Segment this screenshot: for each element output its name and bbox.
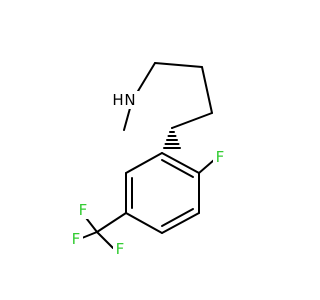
bond-c3-c2: [171, 112, 213, 129]
bond-ar-f: [198, 159, 215, 174]
hydrogen-label: H: [112, 91, 123, 109]
bond-cf3-f2: [81, 231, 98, 239]
atom-fluorine-cf3-2: F: [69, 230, 83, 248]
fluorine-label: F: [72, 230, 81, 248]
bond-c4-c3: [201, 66, 213, 114]
benzene-ring: [125, 152, 200, 234]
double-bond-inner-2: [161, 208, 194, 227]
fluorine-label: F: [79, 201, 88, 219]
nitrogen-label: N: [124, 91, 135, 109]
structure-diagram: H N F F F F: [69, 62, 227, 258]
double-bond-inner-1: [161, 159, 194, 178]
bond-c1-c2ar: [161, 152, 200, 174]
bond-c3ar-c4ar: [161, 212, 200, 234]
atom-fluorine-cf3-1: F: [76, 201, 90, 219]
stereo-hashed-wedge: [163, 127, 181, 149]
fluorine-label: F: [116, 240, 125, 258]
atom-fluorine-aromatic: F: [213, 148, 227, 166]
bond-c6ar-c1: [125, 152, 163, 174]
atom-nitrogen: H N: [109, 91, 139, 109]
bond-c5-c4: [154, 62, 203, 68]
fluorine-label: F: [216, 148, 225, 166]
atom-fluorine-cf3-3: F: [113, 240, 127, 258]
bond-c4ar-c5ar: [125, 212, 163, 234]
bond-cf3-f3: [96, 231, 114, 249]
bond-ar-cf3: [96, 212, 127, 233]
